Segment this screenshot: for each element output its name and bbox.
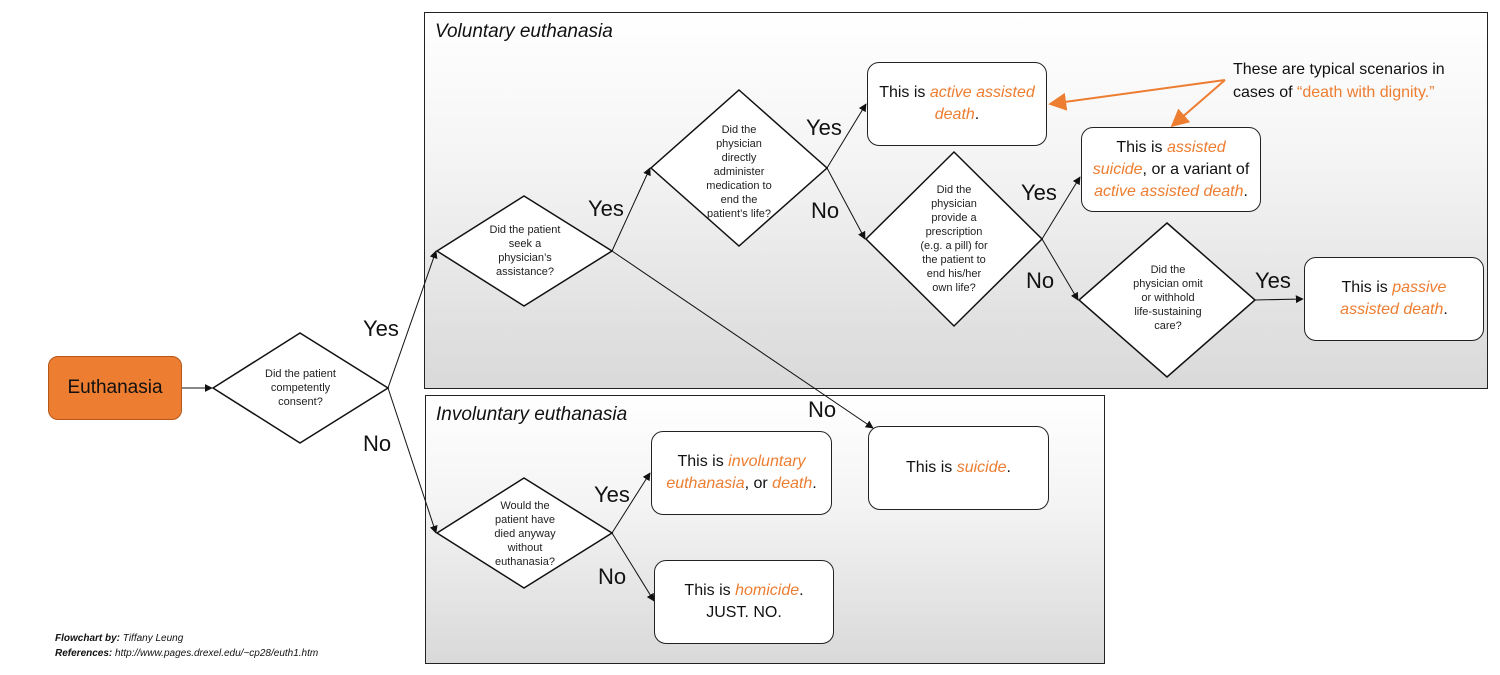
edge-prescription-no [1041,238,1079,301]
diamond-omit [1077,222,1257,378]
edge-died-yes [611,472,651,534]
note-arrow-active [1048,79,1226,111]
outcome-passive-assisted-death: This is passive assisted death. [1304,257,1484,341]
outcome-suicide: This is suicide. [868,426,1049,510]
question-died-anyway: Would the patient have died anyway witho… [494,500,556,568]
question-consent: Did the patient competently consent? [265,368,336,408]
diamond-died-anyway [435,477,614,589]
label-consent-yes: Yes [363,316,399,341]
outcome-active-assisted-death: This is active assisted death. [867,62,1047,146]
involuntary-title: Involuntary euthanasia [436,404,628,425]
label-omit-yes: Yes [1255,268,1291,293]
euthanasia-start-node: Euthanasia [48,356,182,420]
diamond-seek [435,195,614,307]
credit-author: Flowchart by: Tiffany Leung [55,633,184,644]
outcome-involuntary-euthanasia: This is involuntary euthanasia, or death… [651,431,832,515]
outcome-assisted-suicide: This is assisted suicide, or a variant o… [1081,127,1261,212]
label-died-yes: Yes [594,482,630,507]
note-arrow-assisted [1170,79,1226,128]
label-administer-yes: Yes [806,115,842,140]
question-omit: Did the physician omit or withhold life-… [1133,264,1203,332]
edge-died-no [611,532,655,602]
label-consent-no: No [363,431,392,456]
voluntary-title: Voluntary euthanasia [435,21,613,42]
death-with-dignity-note: These are typical scenarios in cases of … [1233,61,1445,101]
edge-administer-yes [826,103,867,169]
label-prescription-yes: Yes [1021,180,1057,205]
edge-consent-yes [387,250,438,389]
label-seek-no: No [808,397,837,422]
edge-seek-no [611,250,874,429]
outcome-homicide: This is homicide.JUST. NO. [654,560,834,644]
edge-seek-yes [611,167,651,252]
label-administer-no: No [811,198,840,223]
edge-prescription-yes [1041,176,1081,240]
diamond-prescription [864,150,1044,328]
diamond-administer [649,88,829,248]
credits: Flowchart by: Tiffany Leung References: … [55,631,318,661]
diamond-consent [211,332,390,444]
edge-consent-no [387,387,438,534]
label-seek-yes: Yes [588,196,624,221]
question-administer: Did the physician directly administer me… [706,124,772,220]
credit-references: References: http://www.pages.drexel.edu/… [55,648,319,659]
edge-administer-no [826,167,866,240]
question-prescription: Did the physician provide a prescription… [920,184,988,294]
label-died-no: No [598,564,627,589]
edge-omit-yes [1254,295,1304,304]
label-prescription-no: No [1026,268,1055,293]
question-seek: Did the patient seek a physician’s assis… [489,224,561,278]
